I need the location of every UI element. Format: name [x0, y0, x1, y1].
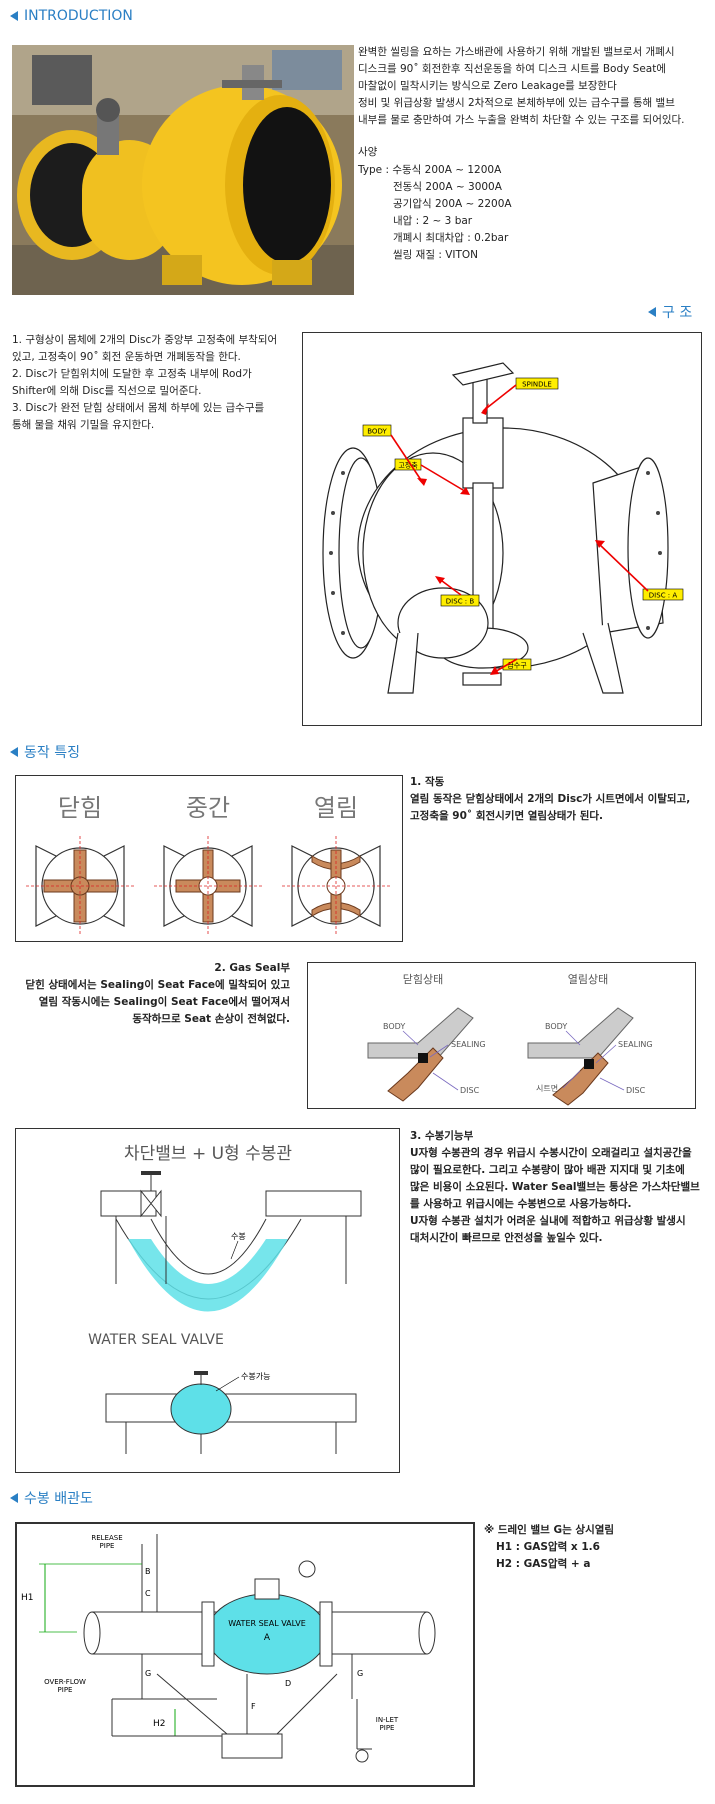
- structure-item: Shifter에 의해 Disc를 직선으로 밀어준다.: [12, 385, 202, 397]
- seal-open-disc: DISC: [626, 1086, 646, 1095]
- structure-list: 1. 구형상이 몸체에 2개의 Disc가 중앙부 고정축에 부착되어 있고, …: [12, 332, 277, 434]
- triangle-icon: [10, 747, 18, 757]
- seal-open-body: BODY: [545, 1022, 567, 1031]
- wsv-title: WATER SEAL VALVE: [88, 1332, 224, 1348]
- piping-label-a: A: [264, 1633, 271, 1643]
- spec-item: 공기압식 200A ~ 2200A: [393, 198, 512, 210]
- label-disc-a: DISC : A: [649, 592, 678, 600]
- piping-label-b: B: [145, 1567, 151, 1576]
- section-title-structure: 구 조: [648, 302, 692, 322]
- piping-release-2: PIPE: [100, 1542, 115, 1550]
- op1-line: 열림 동작은 닫힘상태에서 2개의 Disc가 시트면에서 이탈되고,: [410, 793, 691, 805]
- section-title-operation: 동작 특징: [10, 742, 80, 762]
- piping-diagram: WATER SEAL VALVE A RELEASE PIPE B C H1 G…: [15, 1522, 475, 1787]
- spec-block: 사양 Type : 수동식 200A ~ 1200A 전동식 200A ~ 30…: [358, 144, 512, 264]
- piping-wsv-label: WATER SEAL VALVE: [228, 1619, 306, 1628]
- op2-line: 닫힌 상태에서는 Sealing이 Seat Face에 밀착되어 있고: [25, 979, 290, 991]
- structure-item: 3. Disc가 완전 닫힘 상태에서 몸체 하부에 있는 급수구를: [12, 402, 265, 414]
- piping-inlet-2: PIPE: [380, 1724, 395, 1732]
- piping-label-g1: G: [145, 1669, 151, 1678]
- intro-line: 디스크를 90˚ 회전한후 직선운동을 하여 디스크 시트를 Body Seat…: [358, 63, 667, 75]
- seal-closed-title: 닫힘상태: [403, 973, 443, 986]
- op1-text: 1. 작동 열림 동작은 닫힘상태에서 2개의 Disc가 시트면에서 이탈되고…: [410, 774, 690, 825]
- op2-text: 2. Gas Seal부 닫힌 상태에서는 Sealing이 Seat Face…: [20, 960, 290, 1028]
- intro-line: 내부를 물로 충만하여 가스 누출을 완벽히 차단할 수 있는 구조를 되어있다…: [358, 114, 685, 126]
- label-disc-b: DISC : B: [446, 598, 475, 606]
- operation-states-diagram: 닫힘 중간 열림: [15, 775, 403, 942]
- spec-item: 전동식 200A ~ 3000A: [393, 181, 502, 193]
- spec-item: 개폐시 최대차압 : 0.2bar: [393, 232, 509, 244]
- op2-line: 열림 작동시에는 Sealing이 Seat Face에서 떨어져서: [38, 996, 290, 1008]
- water-seal-comparison-diagram: 차단밸브 + U형 수봉관 수봉 WATER SEAL VALVE 수봉가능: [15, 1128, 400, 1473]
- piping-label-d: D: [285, 1679, 291, 1688]
- piping-inlet: IN-LET: [376, 1716, 399, 1724]
- valve-photo: [12, 45, 354, 295]
- spec-item: 내압 : 2 ~ 3 bar: [393, 215, 473, 227]
- seal-open-seat: 시트면: [536, 1083, 558, 1093]
- label-spindle: SPINDLE: [522, 381, 552, 389]
- seal-diagram: 닫힘상태 열림상태 BODY SEALING DISC BODY SEALING…: [307, 962, 696, 1109]
- triangle-icon: [10, 11, 18, 21]
- op2-line: 동작하므로 Seat 손상이 전혀없다.: [132, 1013, 290, 1025]
- seal-open-title: 열림상태: [568, 973, 608, 986]
- piping-notes: ※ 드레인 밸브 G는 상시열림 H1 : GAS압력 x 1.6 H2 : G…: [484, 1522, 614, 1573]
- piping-overflow-2: PIPE: [58, 1686, 73, 1694]
- piping-overflow: OVER-FLOW: [44, 1678, 86, 1686]
- op3-line: 많은 비용이 소요된다. Water Seal밸브는 통상은 가스차단밸브: [410, 1181, 700, 1193]
- u-pipe-label: 수봉: [231, 1232, 246, 1241]
- structure-item: 1. 구형상이 몸체에 2개의 Disc가 중앙부 고정축에 부착되어: [12, 334, 278, 346]
- structure-item: 있고, 고정축이 90˚ 회전 운동하면 개폐동작을 한다.: [12, 351, 241, 363]
- op3-line: 를 사용하고 위급시에는 수봉변으로 사용가능하다.: [410, 1198, 632, 1210]
- section-title-introduction: INTRODUCTION: [10, 8, 133, 24]
- op3-text: 3. 수봉기능부 U자형 수봉관의 경우 위급시 수봉시간이 오래걸리고 설치공…: [410, 1128, 700, 1247]
- piping-note: H1 : GAS압력 x 1.6: [496, 1541, 600, 1553]
- state-label-open: 열림: [314, 794, 358, 822]
- seal-open-sealing: SEALING: [618, 1040, 653, 1049]
- label-body: BODY: [367, 428, 387, 436]
- op2-title: 2. Gas Seal부: [214, 962, 290, 974]
- piping-label-g2: G: [357, 1669, 363, 1678]
- piping-label-h1: H1: [21, 1593, 34, 1603]
- intro-text: 완벽한 씰링을 요하는 가스배관에 사용하기 위해 개발된 밸브로서 개폐시 디…: [358, 44, 685, 129]
- wsv-label: 수봉가능: [241, 1372, 270, 1381]
- structure-item: 통해 물을 채워 기밀을 유지한다.: [12, 419, 155, 431]
- spec-type-label: Type :: [358, 164, 393, 176]
- piping-label-h2: H2: [153, 1719, 166, 1729]
- piping-label-f: F: [251, 1702, 256, 1711]
- state-label-middle: 중간: [186, 794, 230, 822]
- seal-closed-disc: DISC: [460, 1086, 480, 1095]
- op3-line: U자형 수봉관의 경우 위급시 수봉시간이 오래걸리고 설치공간을: [410, 1147, 692, 1159]
- intro-line: 정비 및 위급상황 발생시 2차적으로 본체하부에 있는 급수구를 통해 밸브: [358, 97, 675, 109]
- label-inlet: 급수구: [507, 662, 527, 670]
- op1-title: 1. 작동: [410, 776, 445, 788]
- spec-item: 수동식 200A ~ 1200A: [392, 164, 502, 176]
- piping-note: H2 : GAS압력 + a: [496, 1558, 591, 1570]
- op1-line: 고정축을 90˚ 회전시키면 열림상태가 된다.: [410, 810, 604, 822]
- label-shaft: 고정축: [398, 461, 418, 470]
- op3-line: 많이 필요로한다. 그리고 수봉량이 많아 배관 지지대 및 기초에: [410, 1164, 685, 1176]
- structure-diagram: SPINDLE BODY 고정축 DISC : A DISC : B 급수구: [302, 332, 702, 726]
- intro-line: 마찰없이 밀착시키는 방식으로 Zero Leakage를 보장한다: [358, 80, 617, 92]
- spec-title: 사양: [358, 146, 378, 158]
- seal-closed-body: BODY: [383, 1022, 405, 1031]
- section-title-piping: 수봉 배관도: [10, 1488, 93, 1508]
- triangle-icon: [10, 1493, 18, 1503]
- piping-label-c: C: [145, 1589, 151, 1598]
- piping-note: ※ 드레인 밸브 G는 상시열림: [484, 1524, 615, 1536]
- op3-line: U자형 수봉관 설치가 어려운 실내에 적합하고 위급상황 발생시: [410, 1215, 686, 1227]
- intro-line: 완벽한 씰링을 요하는 가스배관에 사용하기 위해 개발된 밸브로서 개폐시: [358, 46, 675, 58]
- triangle-icon: [648, 307, 656, 317]
- piping-release: RELEASE: [91, 1534, 122, 1542]
- u-pipe-title: 차단밸브 + U형 수봉관: [124, 1144, 292, 1164]
- op3-title: 3. 수봉기능부: [410, 1130, 474, 1142]
- structure-item: 2. Disc가 닫힘위치에 도달한 후 고정축 내부에 Rod가: [12, 368, 252, 380]
- op3-line: 대처시간이 빠르므로 안전성을 높일수 있다.: [410, 1232, 603, 1244]
- state-label-closed: 닫힘: [58, 794, 102, 822]
- seal-closed-sealing: SEALING: [451, 1040, 486, 1049]
- spec-item: 씰링 재질 : VITON: [393, 249, 479, 261]
